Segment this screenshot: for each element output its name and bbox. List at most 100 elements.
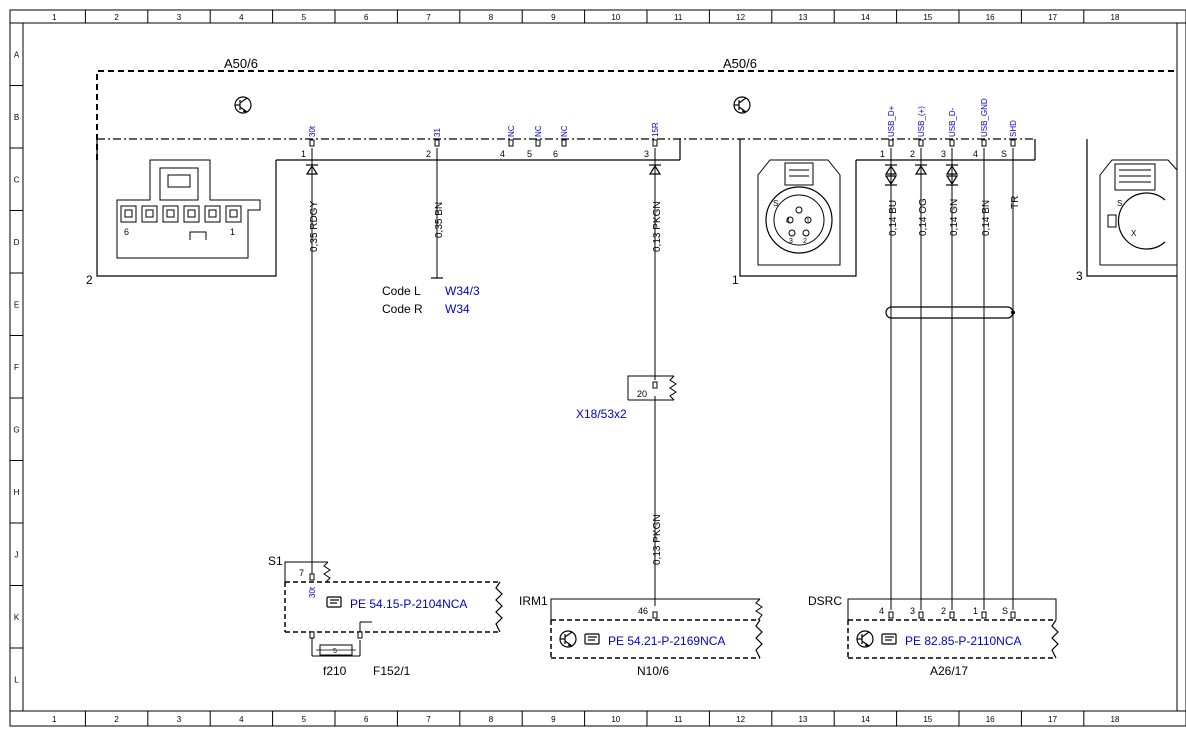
module-pin-number: 6 [553, 149, 558, 159]
n10-connector-label: IRM1 [519, 594, 548, 608]
module-n10-6: IRM1 46 PE 54.21-P-2169NCA N10/6 [519, 594, 763, 678]
column-label: 10 [611, 13, 620, 22]
column-label: 4 [239, 715, 244, 724]
wire-label-w3b: 0,13 PKGN [652, 514, 663, 565]
row-label: D [14, 238, 20, 247]
row-label: G [13, 425, 19, 434]
module-pin-label: NC [507, 125, 516, 137]
connector1-pin-4: 4 [786, 218, 790, 225]
module-pin-number: 2 [426, 149, 431, 159]
connector-cavity [120, 205, 137, 223]
wire-label-w1: 0,35 RDGY [309, 201, 320, 252]
row-label: L [14, 675, 19, 684]
module-pin [434, 139, 440, 147]
wire-usb1: 0,14 BU [884, 148, 899, 610]
code-l-label: Code L [382, 284, 421, 298]
module-pin-label: NC [560, 125, 569, 137]
column-dividers [84, 10, 1085, 726]
column-label: 10 [611, 715, 620, 724]
column-label: 14 [861, 13, 870, 22]
connector-3: S X 3 [1076, 139, 1178, 283]
column-label: 1 [52, 13, 57, 22]
row-dividers [10, 85, 23, 649]
column-label: 12 [736, 715, 745, 724]
shield-bundle [885, 306, 1015, 319]
wire-usb3: 0,14 GN [945, 148, 960, 610]
module-pin [535, 139, 541, 147]
column-label: 12 [736, 13, 745, 22]
wire-label-usb2: 0,14 OG [918, 198, 929, 236]
column-label: 7 [426, 715, 431, 724]
column-label: 15 [923, 13, 932, 22]
control-unit-icon [856, 630, 874, 648]
wire-label-usb1: 0,14 BU [888, 200, 899, 236]
wire-rdgy: 0,35 RDGY [305, 148, 320, 580]
fuse-block-name: F152/1 [373, 664, 411, 678]
module-pin-number: 4 [500, 149, 505, 159]
fuse-name: f210 [323, 664, 347, 678]
a26-pin-2: 2 [941, 606, 946, 616]
wire-label-usb5: TR [1010, 196, 1021, 209]
wire-usb4: 0,14 BN [981, 148, 992, 610]
connector3-pin-s: S [1117, 199, 1122, 208]
row-label: K [14, 613, 20, 622]
pe-reference-icon [881, 633, 897, 645]
column-label: 3 [177, 13, 182, 22]
module-name-left: A50/6 [224, 56, 258, 71]
connector2-pin-left: 6 [124, 227, 129, 237]
row-label: H [14, 488, 20, 497]
column-label: 16 [986, 715, 995, 724]
column-label: 13 [799, 715, 808, 724]
code-references: Code L W34/3 Code R W34 [382, 284, 480, 316]
a26-pin-s: S [1002, 606, 1008, 616]
column-label: 14 [861, 715, 870, 724]
column-label: 9 [551, 13, 556, 22]
n10-name: N10/6 [637, 664, 669, 678]
column-label: 4 [239, 13, 244, 22]
column-label: 13 [799, 13, 808, 22]
fuse-block-f152-1: S1 7 30t PE 54.15-P-2104NCA 5 f210 F152/… [268, 554, 503, 678]
column-label: 8 [489, 715, 494, 724]
control-unit-icon [559, 630, 577, 648]
fuse-pe-link[interactable]: PE 54.15-P-2104NCA [350, 597, 467, 611]
x18-pin: 20 [637, 389, 647, 399]
module-pin-label: USB_(+) [917, 106, 926, 137]
module-pin [949, 139, 955, 147]
a26-pin-4: 4 [879, 606, 884, 616]
column-label: 18 [1111, 715, 1120, 724]
pe-reference-icon [326, 596, 342, 608]
module-pin-number: 4 [973, 149, 978, 159]
module-pin-number: 5 [527, 149, 532, 159]
module-pin-label: SHD [1009, 120, 1018, 137]
module-pin [981, 139, 987, 147]
column-label: 5 [302, 13, 307, 22]
connector1-pin-s: S [773, 199, 778, 208]
module-pin [508, 139, 514, 147]
a26-pin-3: 3 [910, 606, 915, 616]
connector1-pin-3: 3 [789, 238, 793, 245]
module-pin-label: 30t [308, 125, 317, 137]
connector-2: 6 1 2 [86, 159, 277, 287]
code-r-ref[interactable]: W34 [445, 302, 470, 316]
connector-label-3: 3 [1076, 269, 1083, 283]
control-unit-icon [234, 96, 252, 114]
wire-label-w2: 0,35 BN [434, 202, 445, 238]
module-a26-17: DSRC 4 3 2 1 S PE 82.85-P-2110NCA A26/17 [808, 594, 1059, 678]
connector-cavity [225, 205, 242, 223]
column-label: 6 [364, 715, 369, 724]
wire-usb5: TR [1010, 148, 1021, 610]
a26-name: A26/17 [930, 664, 968, 678]
fuse-pin-top: 7 [299, 568, 304, 578]
a26-pe-link[interactable]: PE 82.85-P-2110NCA [905, 634, 1022, 648]
module-pin [309, 139, 315, 147]
module-pin-label: USB_D+ [887, 105, 896, 137]
column-label: 5 [302, 715, 307, 724]
code-l-ref[interactable]: W34/3 [445, 284, 480, 298]
n10-pe-link[interactable]: PE 54.21-P-2169NCA [608, 634, 725, 648]
module-pin-number: 1 [880, 149, 885, 159]
x18-label[interactable]: X18/53x2 [576, 407, 627, 421]
module-pin [918, 139, 924, 147]
row-label: E [14, 300, 19, 309]
